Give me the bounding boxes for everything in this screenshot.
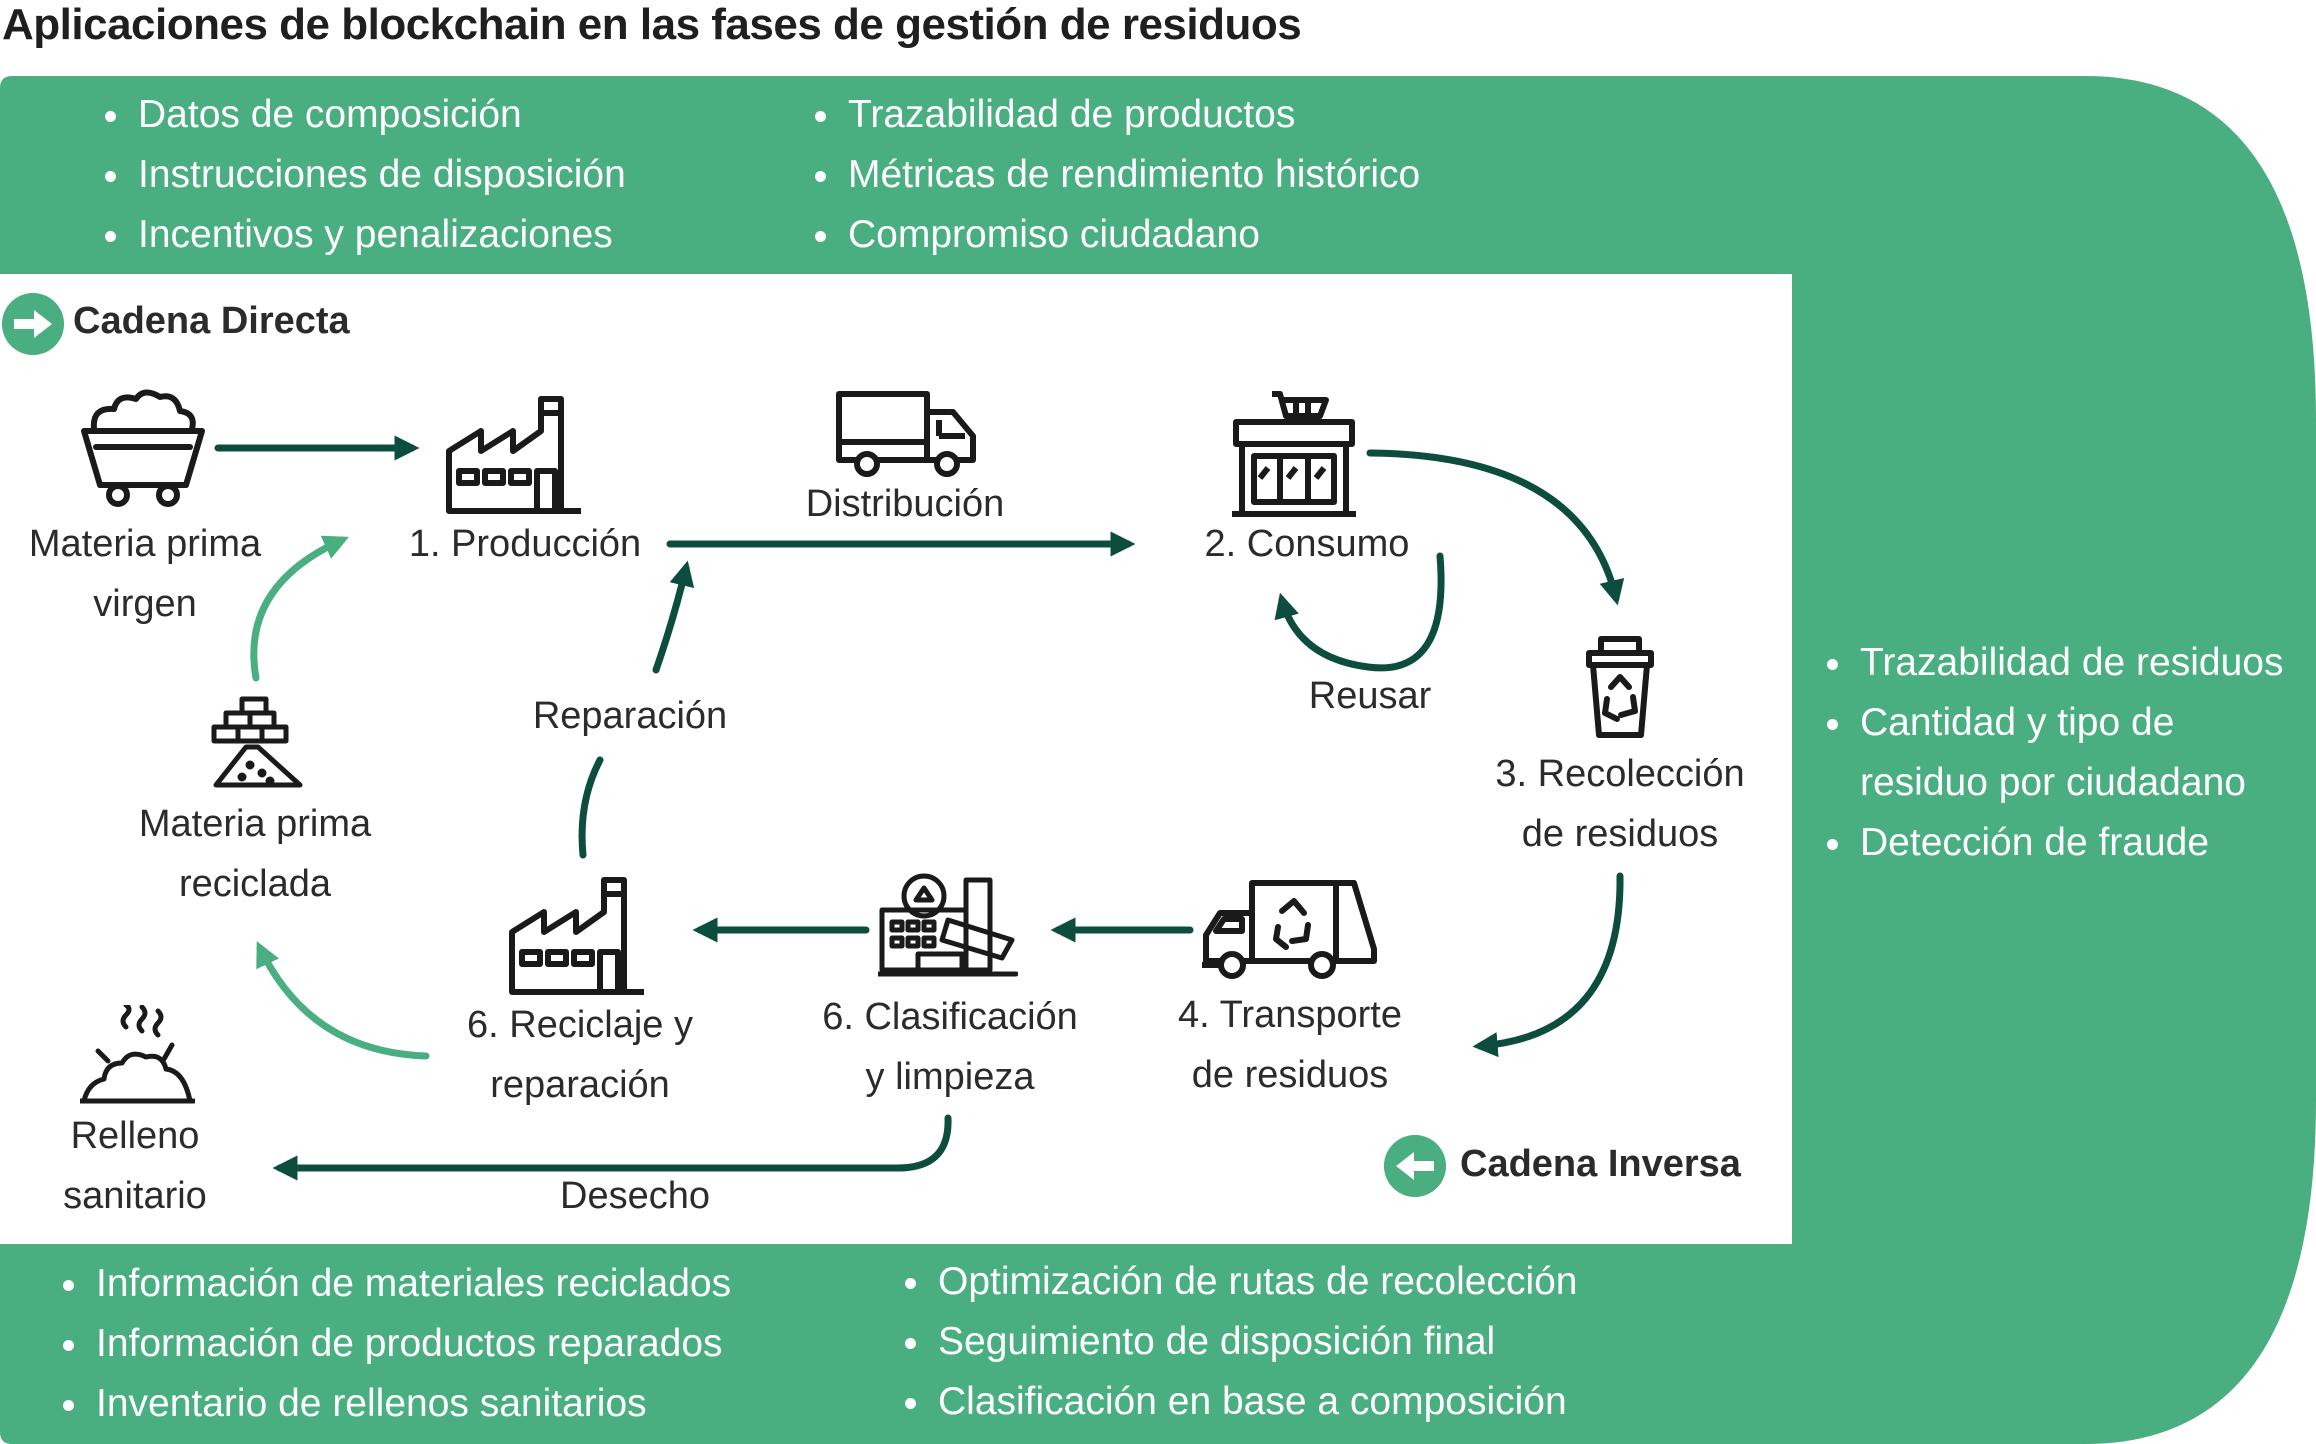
- top-panel-right-list: Trazabilidad de productos Métricas de re…: [806, 85, 1420, 265]
- white-content-area: [0, 274, 1792, 1244]
- label-line: reparación: [490, 1064, 670, 1106]
- factory-icon: [446, 396, 581, 514]
- label-line: y limpieza: [865, 1056, 1035, 1098]
- raw-virgin-label: Materia prima virgen: [0, 514, 290, 634]
- label-line: Materia prima: [28, 523, 262, 565]
- label-line: sanitario: [63, 1175, 207, 1217]
- distribution-label: Distribución: [805, 483, 1005, 525]
- list-item: Trazabilidad de residuos: [1856, 633, 2283, 693]
- top-panel-left-list: Datos de composición Instrucciones de di…: [96, 85, 626, 265]
- recycle-bin-icon: [1586, 636, 1654, 738]
- reuse-label: Reusar: [1308, 675, 1432, 717]
- label-line: Relleno: [70, 1115, 200, 1157]
- label-line: 6. Clasificación: [822, 996, 1078, 1038]
- list-item: residuo por ciudadano: [1860, 761, 2246, 804]
- store-icon: [1232, 391, 1356, 517]
- label-line: 3. Recolección: [1495, 753, 1745, 795]
- label-line: virgen: [93, 583, 197, 625]
- list-item: Compromiso ciudadano: [844, 205, 1420, 265]
- label-line: de residuos: [1521, 813, 1719, 855]
- bottom-panel-left-list: Información de materiales reciclados Inf…: [54, 1254, 731, 1434]
- list-item: Seguimiento de disposición final: [934, 1312, 1577, 1372]
- label-line: de residuos: [1191, 1054, 1389, 1096]
- disposal-label: Desecho: [560, 1175, 710, 1217]
- recycling-label: 6. Reciclaje y reparación: [430, 995, 730, 1115]
- raw-recycled-label: Materia prima reciclada: [110, 794, 400, 914]
- arrow-left-icon: [1384, 1135, 1446, 1197]
- mine-cart-icon: [81, 389, 205, 507]
- list-item: Optimización de rutas de recolección: [934, 1252, 1577, 1312]
- list-item: Información de productos reparados: [92, 1314, 731, 1374]
- list-item: Cantidad y tipo de: [1856, 693, 2283, 753]
- landfill-label: Relleno sanitario: [20, 1106, 250, 1226]
- list-item: Métricas de rendimiento histórico: [844, 145, 1420, 205]
- sorting-label: 6. Clasificación y limpieza: [800, 987, 1100, 1107]
- list-item: Información de materiales reciclados: [92, 1254, 731, 1314]
- list-item: Detección de fraude: [1856, 813, 2283, 873]
- landfill-icon: [80, 1005, 195, 1104]
- page-title: Aplicaciones de blockchain en las fases …: [2, 0, 1302, 49]
- collection-label: 3. Recolección de residuos: [1460, 744, 1780, 864]
- sorting-plant-icon: [878, 873, 1018, 977]
- label-line: Materia prima: [138, 803, 372, 845]
- list-item: Incentivos y penalizaciones: [134, 205, 626, 265]
- production-label: 1. Producción: [408, 523, 642, 565]
- garbage-truck-icon: [1202, 880, 1377, 979]
- factory-icon: [509, 877, 644, 995]
- bottom-panel-right-list: Optimización de rutas de recolección Seg…: [896, 1252, 1577, 1432]
- repair-label: Reparación: [532, 695, 728, 737]
- consumption-label: 2. Consumo: [1204, 523, 1410, 565]
- recycled-material-icon: [211, 696, 303, 788]
- label-line: 6. Reciclaje y: [467, 1004, 693, 1046]
- list-item: Instrucciones de disposición: [134, 145, 626, 205]
- direct-chain-label: Cadena Directa: [73, 300, 350, 342]
- list-item: Clasificación en base a composición: [934, 1372, 1577, 1432]
- truck-icon: [836, 391, 976, 477]
- inverse-chain-label: Cadena Inversa: [1460, 1143, 1741, 1185]
- label-line: reciclada: [178, 863, 332, 905]
- label-line: 4. Transporte: [1178, 994, 1402, 1036]
- right-panel-list: Trazabilidad de residuos Cantidad y tipo…: [1818, 633, 2283, 873]
- transport-label: 4. Transporte de residuos: [1140, 985, 1440, 1105]
- arrow-right-icon: [2, 293, 64, 355]
- list-item: Inventario de rellenos sanitarios: [92, 1374, 731, 1434]
- list-item: Trazabilidad de productos: [844, 85, 1420, 145]
- list-item: Datos de composición: [134, 85, 626, 145]
